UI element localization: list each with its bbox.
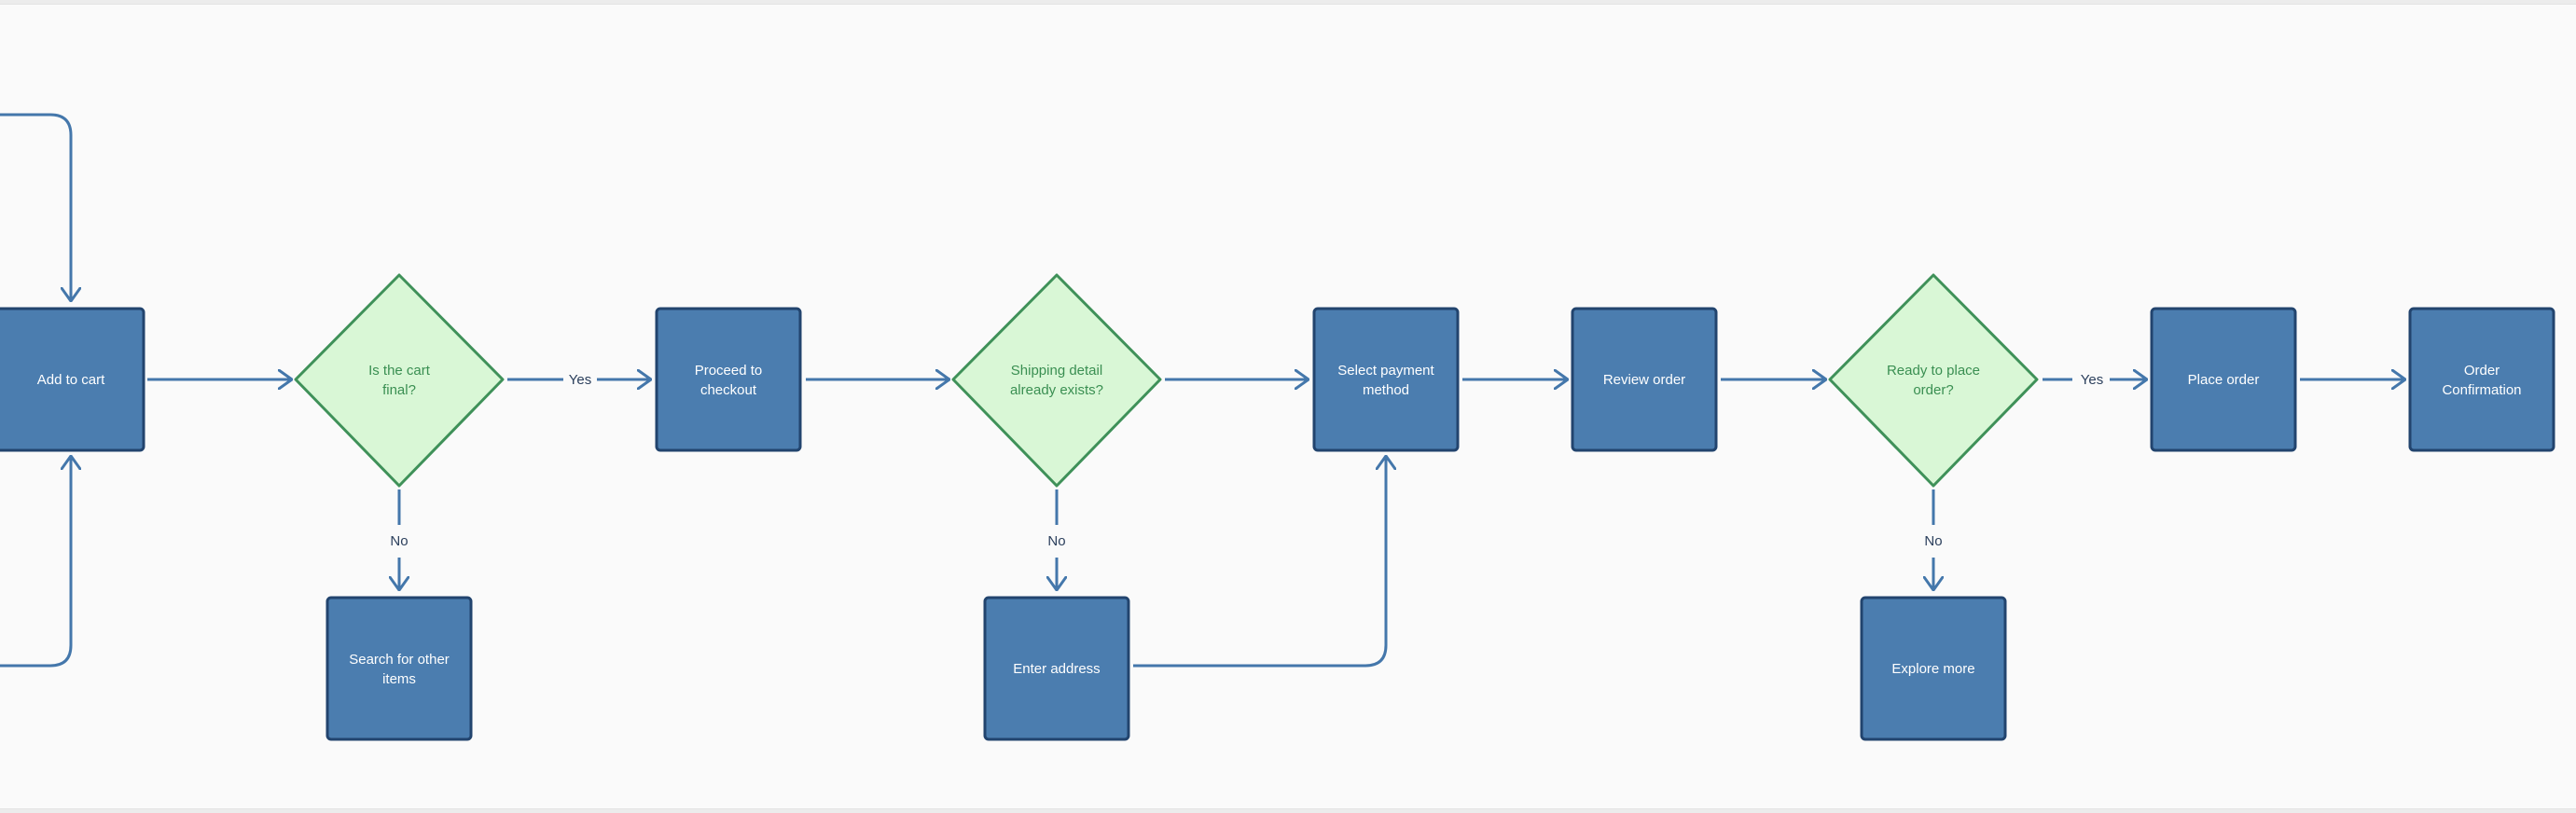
decision-shipping-exists[interactable]: Shipping detail already exists? [951,273,1162,488]
edge-label-cart-final-yes: Yes [569,372,591,388]
node-select-payment-method[interactable]: Select payment method [1312,307,1460,452]
node-place-order-label: Place order [2188,372,2260,388]
node-search-other-items[interactable]: Search for other items [325,596,473,741]
node-search-label-line2: items [382,671,416,687]
node-proceed-to-checkout[interactable]: Proceed to checkout [655,307,802,452]
decision-cart-final-line2: final? [382,382,416,398]
node-order-confirmation[interactable]: Order Confirmation [2408,307,2555,452]
decision-ready-line1: Ready to place [1887,363,1980,379]
node-payment-label-line2: method [1363,382,1409,398]
flowchart-canvas: Yes No No Yes No Add to cart Proceed to … [0,4,2576,809]
node-search-label-line1: Search for other [349,652,450,668]
edge-label-shipping-no: No [1047,533,1065,549]
node-explore-more[interactable]: Explore more [1860,596,2007,741]
node-payment-label-line1: Select payment [1337,363,1434,379]
node-add-to-cart-label: Add to cart [37,372,105,388]
node-proceed-label-line2: checkout [700,382,757,398]
decision-ready-line2: order? [1913,382,1953,398]
node-review-order[interactable]: Review order [1571,307,1718,452]
edge-label-cart-final-no: No [390,533,408,549]
decision-cart-final-line1: Is the cart [368,363,431,379]
node-add-to-cart[interactable]: Add to cart [0,307,145,452]
edge-incoming-bottom-to-add-to-cart [0,456,71,668]
decision-is-cart-final[interactable]: Is the cart final? [294,273,505,488]
edge-label-ready-no: No [1924,533,1942,549]
edge-label-ready-yes: Yes [2081,372,2103,388]
node-enter-address[interactable]: Enter address [983,596,1130,741]
edge-enter-address-to-payment [1133,456,1386,668]
node-confirmation-label-line2: Confirmation [2442,382,2521,398]
decision-shipping-line2: already exists? [1010,382,1103,398]
node-explore-more-label: Explore more [1891,661,1974,677]
node-proceed-label-line1: Proceed to [695,363,763,379]
connectors [0,113,2405,668]
node-confirmation-label-line1: Order [2464,363,2500,379]
decision-shipping-line1: Shipping detail [1011,363,1102,379]
node-review-order-label: Review order [1603,372,1685,388]
node-place-order[interactable]: Place order [2150,307,2297,452]
decision-ready-to-place[interactable]: Ready to place order? [1828,273,2039,488]
flowchart-svg: Yes No No Yes No Add to cart Proceed to … [0,113,2555,741]
edge-incoming-top-to-add-to-cart [0,113,71,301]
node-enter-address-label: Enter address [1013,661,1100,677]
